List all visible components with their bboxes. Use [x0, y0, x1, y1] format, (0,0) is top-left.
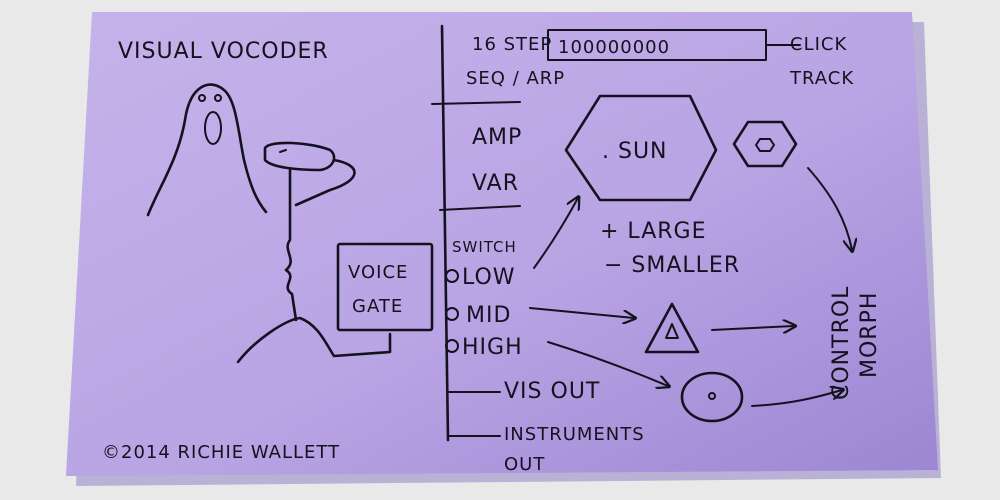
voice-gate-label-2: GATE	[352, 296, 403, 317]
small-hexagon-icon	[732, 120, 798, 168]
sun-hexagon-shape: . SUN	[564, 94, 718, 202]
ghost-figure-drawing	[146, 83, 268, 217]
band-high: HIGH	[445, 335, 523, 360]
divider-lines	[431, 24, 521, 442]
step-seq-digits: 100000000	[558, 37, 670, 58]
circle-icon	[680, 371, 744, 423]
arrow-mid-to-triangle	[529, 307, 634, 318]
mid-radio-icon	[445, 307, 459, 321]
band-low: LOW	[445, 265, 516, 290]
larger-label: + LARGE	[600, 219, 706, 244]
voice-gate-box: VOICE GATE	[336, 242, 434, 332]
low-radio-icon	[445, 269, 459, 283]
triangle-icon	[644, 302, 700, 354]
control-morph-label: CONTROL MORPH	[829, 286, 882, 400]
arrow-hexagon-to-control	[807, 167, 852, 250]
var-label: VAR	[472, 171, 519, 196]
mid-label: MID	[466, 303, 511, 328]
step-seq-label-1: 16 STEP	[472, 34, 552, 55]
band-mid: MID	[445, 303, 511, 328]
high-radio-icon	[445, 339, 459, 353]
smaller-label: − SMALLER	[604, 253, 740, 278]
low-label: LOW	[462, 265, 516, 290]
microphone-drawing	[236, 141, 392, 364]
voice-gate-label-1: VOICE	[348, 262, 408, 283]
amp-label: AMP	[472, 125, 522, 150]
control-label: CONTROL	[829, 286, 854, 400]
step-seq-label-2: SEQ / ARP	[466, 68, 565, 89]
arrow-triangle-to-control	[711, 326, 794, 330]
title-text: VISUAL VOCODER	[118, 39, 329, 64]
arrow-high-to-circle	[547, 341, 668, 386]
arrow-low-to-hexagon	[533, 198, 578, 269]
morph-label: MORPH	[857, 292, 882, 378]
credit-text: ©2014 RICHIE WALLETT	[102, 442, 340, 463]
vis-out-label: VIS OUT	[504, 379, 600, 404]
sun-label: . SUN	[602, 139, 668, 164]
click-track-label-1: CLICK	[790, 34, 847, 55]
instruments-out-label-2: OUT	[504, 454, 545, 475]
flow-arrows	[529, 167, 852, 407]
click-track-label-2: TRACK	[789, 68, 854, 89]
arrow-circle-to-control	[751, 390, 842, 407]
sticky-note	[66, 12, 941, 486]
switch-label: SWITCH	[452, 238, 517, 256]
instruments-out-label-1: INSTRUMENTS	[504, 424, 645, 445]
high-label: HIGH	[462, 335, 523, 360]
